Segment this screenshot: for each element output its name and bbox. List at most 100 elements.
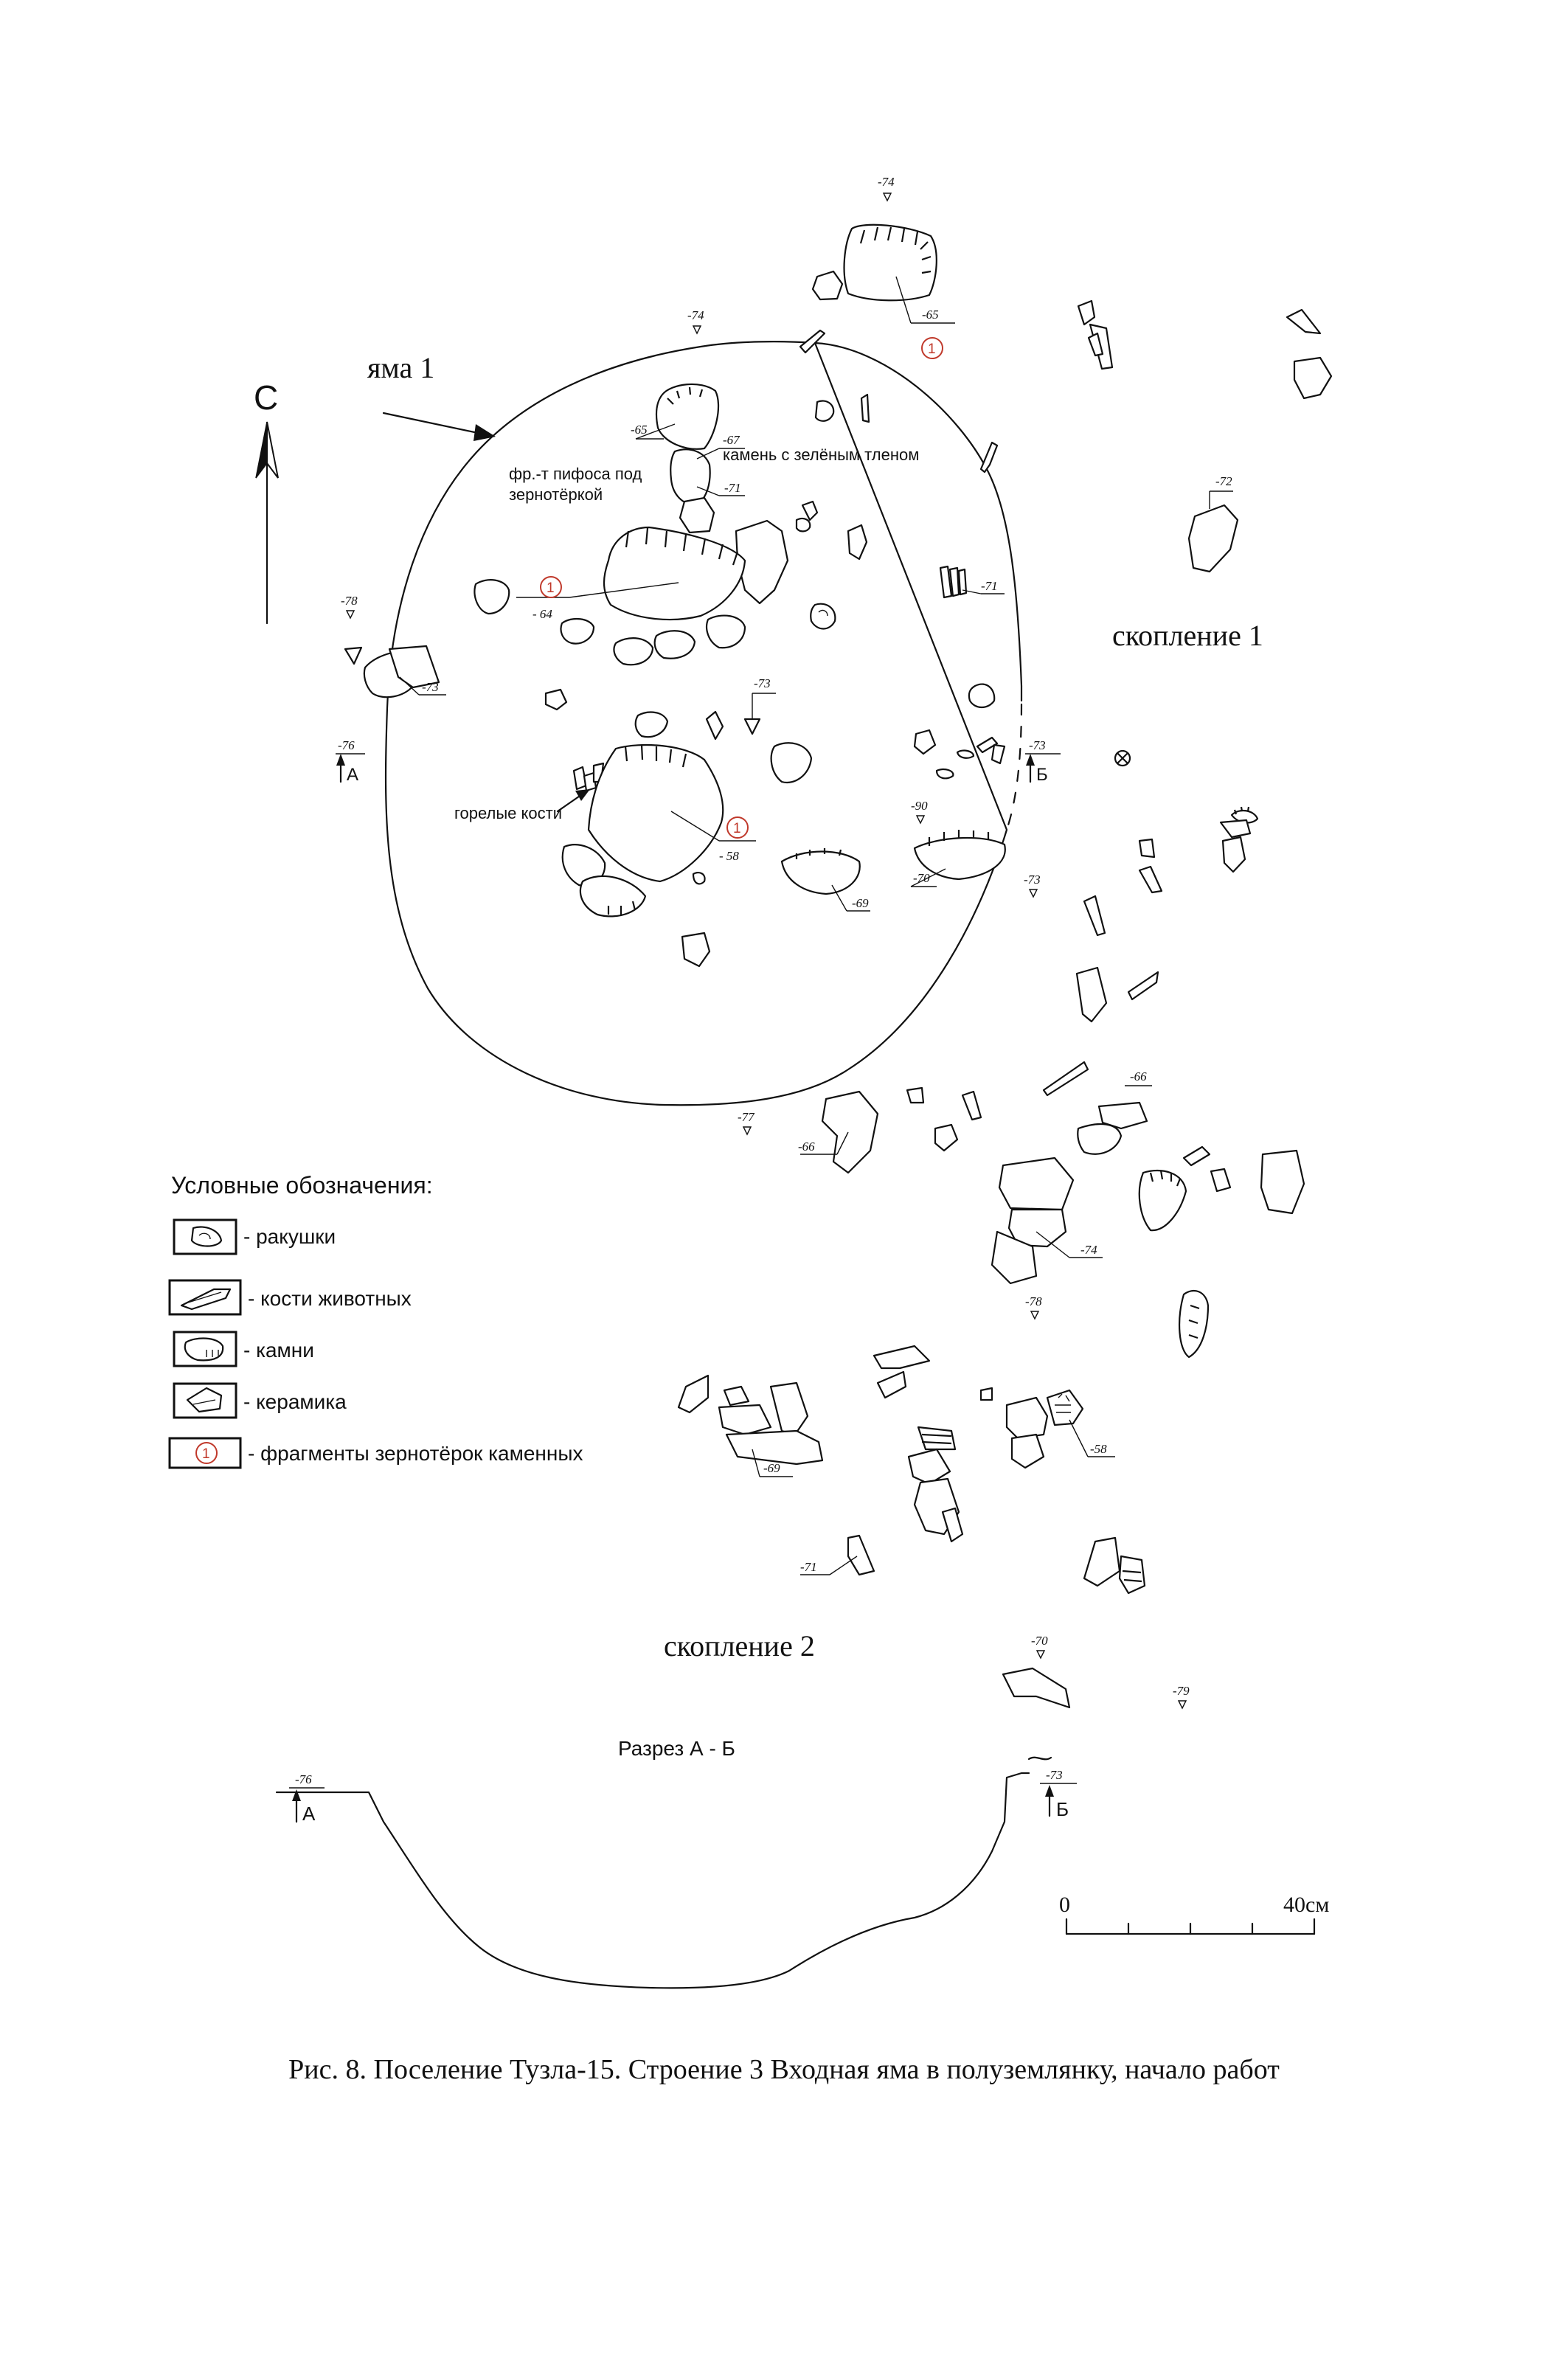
- stone: [344, 646, 363, 665]
- stone: [670, 448, 711, 507]
- pit-north-finds: -65 -67 -71 камень с зелёным тленом фр.-…: [473, 383, 1005, 666]
- grinder-marker-number: 1: [733, 821, 741, 836]
- grinder-marker-number: 1: [547, 580, 555, 596]
- scale-bar: 0 40см: [1059, 1893, 1329, 1935]
- stone: [1210, 1168, 1232, 1193]
- legend-label-stones: - камни: [243, 1339, 314, 1362]
- profile-a-letter: А: [302, 1803, 316, 1825]
- section-marker-a-plan: -76 А: [336, 738, 365, 785]
- stone: [968, 683, 996, 709]
- green-stone-label: камень с зелёным тленом: [723, 445, 919, 464]
- stone: [907, 1448, 951, 1485]
- level-cluster1-n: -72: [1215, 474, 1232, 488]
- bone: [961, 1090, 982, 1121]
- bone: [1138, 865, 1163, 894]
- legend-item-ceramics: - керамика: [173, 1382, 347, 1419]
- bone: [957, 568, 968, 596]
- bone: [1087, 332, 1104, 357]
- cluster1-label: скопление 1: [1112, 619, 1263, 652]
- stone: [934, 1123, 959, 1152]
- section-title: Разрез А - Б: [618, 1737, 735, 1760]
- level-top: -74: [878, 175, 895, 189]
- level-cluster2-69: -69: [763, 1461, 780, 1475]
- level-bottom-70: -70: [1031, 1634, 1048, 1648]
- level-bones-east: -71: [981, 579, 998, 593]
- stone: [913, 836, 1006, 881]
- stone: [1077, 1123, 1123, 1155]
- north-arrow: С: [254, 378, 279, 625]
- stone: [991, 1230, 1038, 1285]
- grinder-stone-1: [603, 526, 746, 621]
- legend-swatch-animal-bones: [168, 1279, 242, 1316]
- legend-label-shells: - ракушки: [243, 1225, 336, 1248]
- bone: [1182, 1145, 1211, 1167]
- stone: [655, 383, 720, 450]
- grinder-stone-2: [587, 743, 724, 883]
- scale-end-label: 40см: [1283, 1893, 1329, 1917]
- legend-label-grinding-stones: - фрагменты зернотёрок каменных: [248, 1442, 583, 1465]
- stone: [979, 1387, 993, 1401]
- stone: [1097, 1101, 1148, 1130]
- north-top-group: -74 -65 1 -74: [687, 175, 955, 359]
- stone: [560, 617, 595, 645]
- level-pit-sw: -77: [738, 1110, 755, 1124]
- stone: [770, 742, 813, 784]
- legend-item-grinding-stones: 1 - фрагменты зернотёрок каменных: [168, 1437, 583, 1469]
- west-finds: -78 -73: [341, 594, 446, 698]
- stone: [723, 1385, 750, 1407]
- legend-title: Условные обозначения:: [171, 1172, 433, 1199]
- stone: [1118, 1555, 1146, 1595]
- section-marker-b-plan: -73 Б: [1025, 738, 1061, 785]
- bone: [1286, 308, 1322, 335]
- profile-b-level: -73: [1046, 1768, 1063, 1782]
- grinder-marker: [726, 816, 749, 839]
- legend-grinder-number: 1: [202, 1446, 210, 1462]
- stone: [1005, 1396, 1049, 1440]
- stone: [1260, 1149, 1305, 1215]
- pit-1-outline: [384, 341, 1023, 1106]
- stone: [388, 645, 440, 689]
- section-a-level: -76: [338, 738, 355, 752]
- level-cluster1-66: -66: [1130, 1069, 1147, 1083]
- bone: [847, 1534, 875, 1576]
- stone: [725, 1429, 824, 1466]
- stone: [1046, 1389, 1084, 1426]
- stone: [705, 710, 724, 741]
- bone: [1221, 836, 1246, 873]
- pit-middle-finds: -73 -90: [544, 676, 1006, 825]
- section-a-letter: А: [347, 765, 358, 785]
- level-cluster2-58: -58: [1090, 1442, 1107, 1456]
- pit-pointer-arrow: [382, 412, 496, 441]
- level-cluster2-71: -71: [800, 1560, 817, 1574]
- bone: [976, 736, 999, 754]
- shell: [810, 603, 836, 630]
- level-stone-b: -67: [723, 433, 740, 447]
- bone: [799, 329, 826, 354]
- level-sherd-e2: -73: [1024, 873, 1041, 887]
- stone: [811, 270, 844, 301]
- pithos-label-line1: фр.-т пифоса под: [509, 465, 642, 483]
- stone: [1083, 1536, 1121, 1587]
- legend-item-stones: - камни: [173, 1331, 314, 1367]
- stone: [473, 579, 510, 615]
- level-arrow-mid: -73: [754, 676, 771, 690]
- level-west: -78: [341, 594, 358, 608]
- level-bottom-79: -79: [1173, 1684, 1190, 1698]
- stone: [998, 1156, 1075, 1211]
- shell: [956, 749, 975, 759]
- stone: [613, 637, 654, 666]
- section-b-level: -73: [1029, 738, 1046, 752]
- figure-caption: Рис. 8. Поселение Тузла-15. Строение 3 В…: [288, 2054, 1280, 2085]
- level-grinder-2: - 58: [719, 849, 739, 863]
- bone: [876, 1370, 907, 1399]
- stone: [544, 688, 568, 711]
- legend-item-shells: - ракушки: [173, 1218, 336, 1255]
- grinder-marker: [540, 576, 562, 598]
- legend: Условные обозначения: - ракушки - кости …: [168, 1172, 583, 1469]
- level-grinder-1: - 64: [533, 607, 552, 621]
- pithos-label-line2: зернотёркой: [509, 485, 603, 504]
- stone: [579, 875, 647, 918]
- level-rim: -74: [687, 308, 704, 322]
- level-stone-c: -71: [724, 481, 741, 495]
